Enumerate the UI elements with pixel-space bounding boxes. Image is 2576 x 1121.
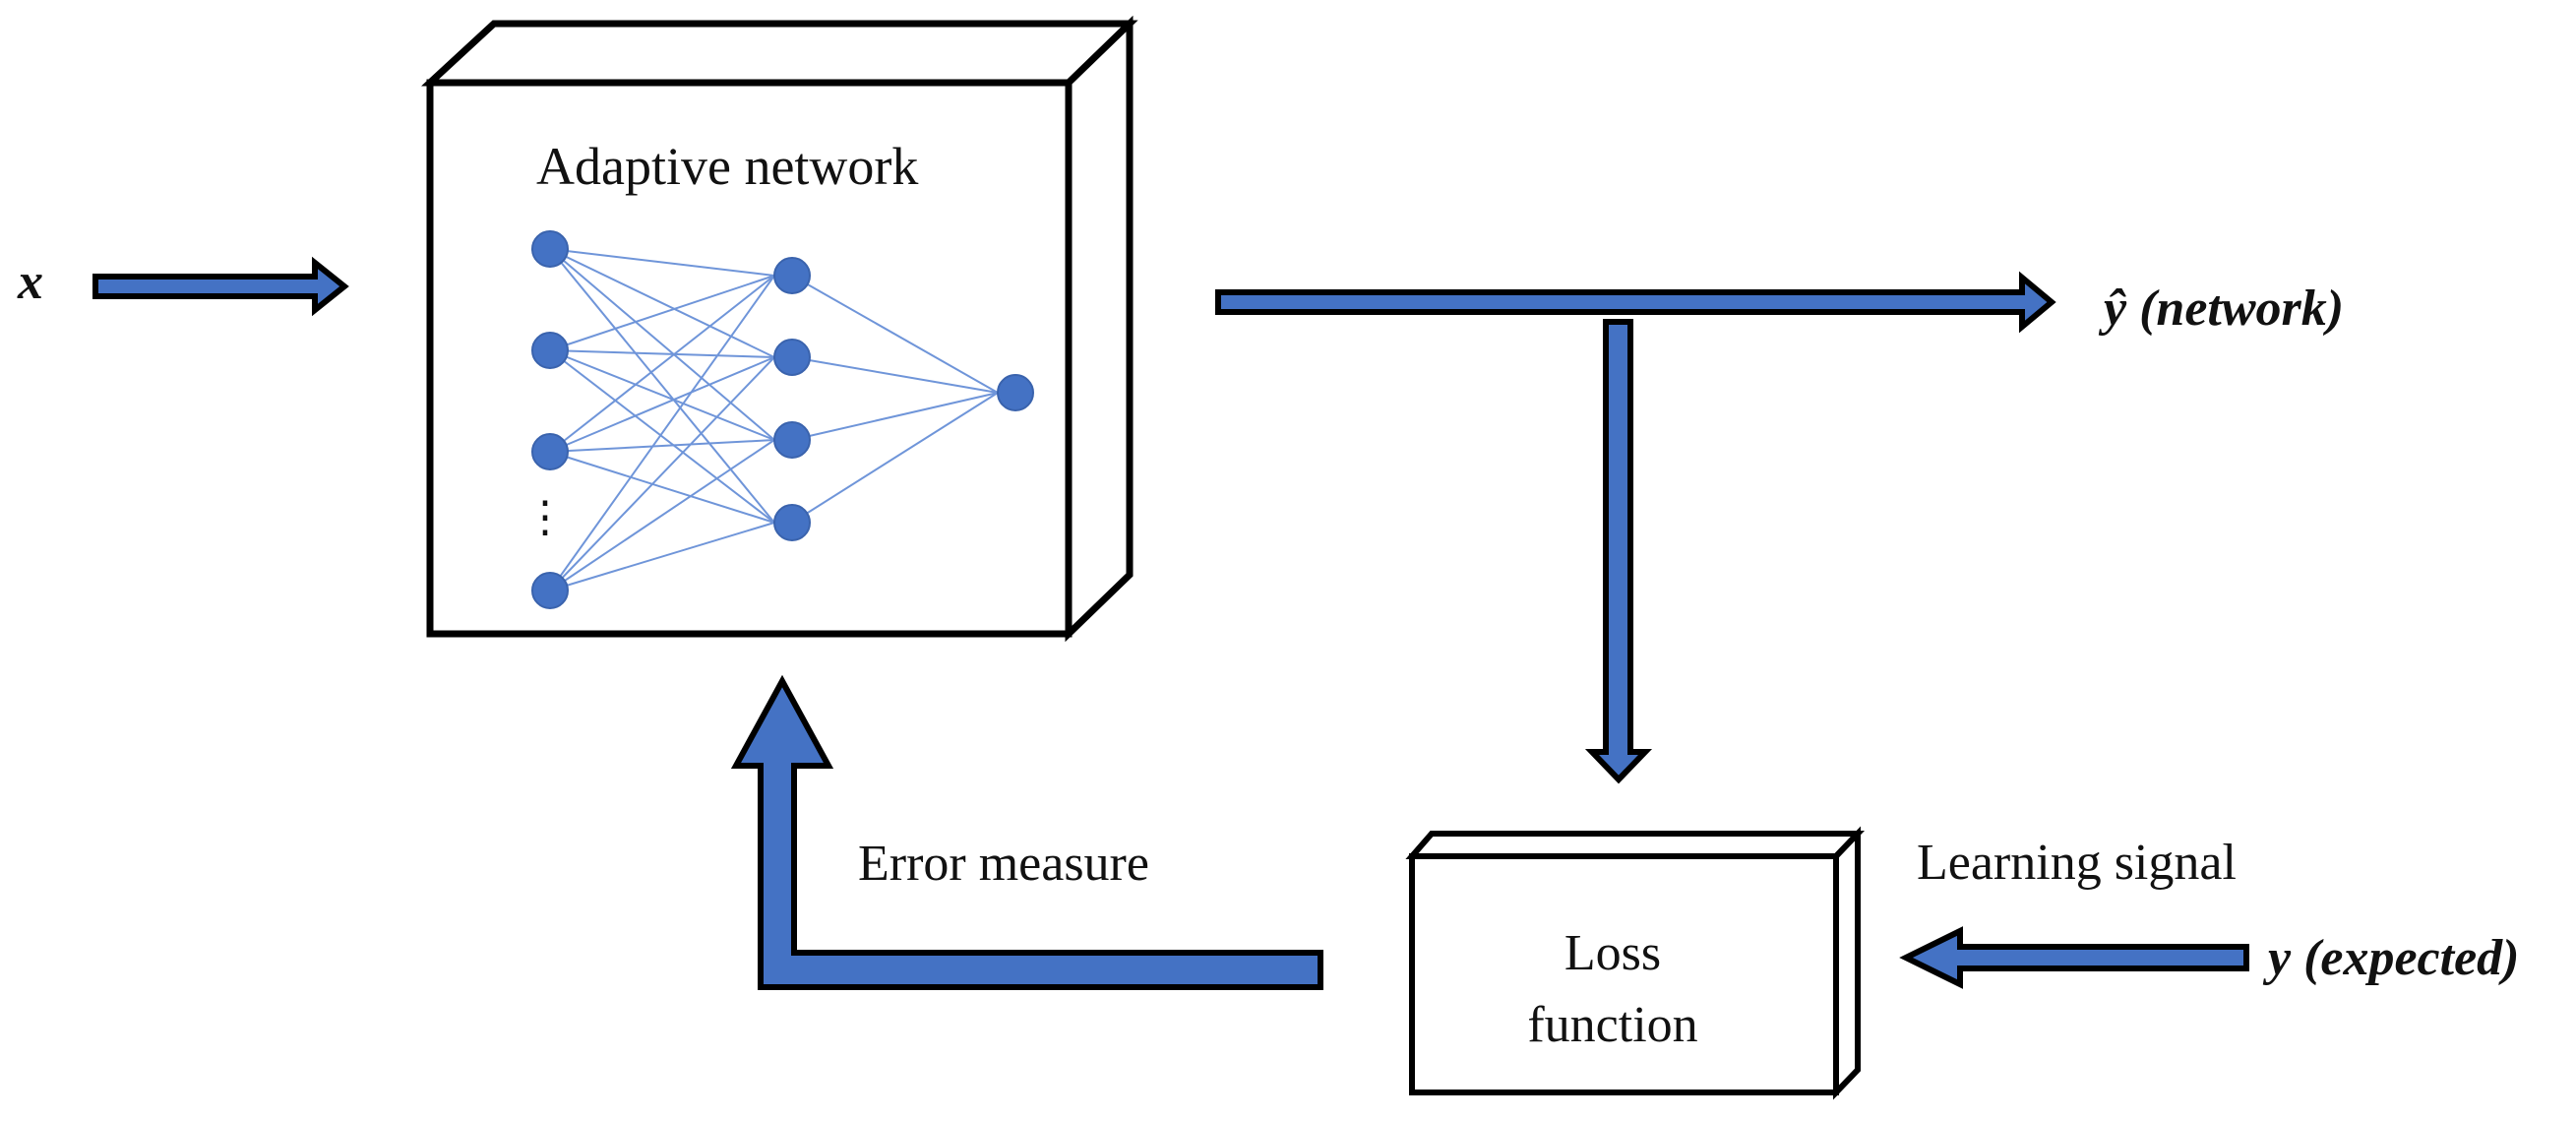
adaptive-network-title: Adaptive network — [536, 137, 918, 196]
nn-node-layer1-0 — [773, 257, 811, 294]
nn-edge-1-3-0 — [791, 392, 999, 524]
loss-function-box-front — [1409, 853, 1839, 1095]
output-y-hat: ŷ — [2098, 280, 2127, 337]
feedback-arrow — [736, 681, 1320, 953]
expected-label: y (expected) — [2262, 930, 2519, 986]
nn-edge-0-0-0 — [549, 248, 775, 277]
nn-node-layer0-2 — [531, 433, 569, 470]
nn-edge-0-0-1 — [549, 248, 775, 358]
nn-edge-0-1-0 — [549, 275, 775, 351]
input-x-label: x — [17, 254, 43, 310]
nn-node-layer2-0 — [997, 374, 1034, 411]
nn-edge-0-2-0 — [549, 275, 775, 453]
nn-node-layer1-1 — [773, 339, 811, 376]
loss-function-box-top — [1405, 831, 1866, 859]
nn-edge-0-3-2 — [549, 439, 775, 592]
error-measure-label: Error measure — [858, 836, 1149, 892]
output-network-text: (network) — [2126, 280, 2344, 337]
nn-edge-1-1-0 — [791, 356, 999, 394]
learning-signal-arrow — [1899, 926, 2249, 989]
nn-edge-0-1-1 — [549, 349, 775, 358]
error-feedback-arrow — [730, 674, 1323, 990]
adaptive-network-box: Adaptive network — [421, 15, 1138, 643]
nn-edge-1-2-0 — [791, 392, 999, 441]
nn-edge-0-0-3 — [549, 248, 775, 524]
nn-edge-0-2-3 — [549, 451, 775, 524]
nn-node-layer1-2 — [773, 421, 811, 459]
input-arrow — [92, 256, 349, 317]
output-arrow — [1215, 271, 2056, 334]
adaptive-network-box-side — [1065, 15, 1134, 643]
loss-function-box: Loss function — [1405, 826, 1866, 1100]
input-ellipsis: ⋮ — [523, 493, 567, 541]
nn-node-layer0-3 — [531, 572, 569, 609]
nn-edge-0-2-2 — [549, 439, 775, 453]
learning-signal-label: Learning signal — [1917, 835, 2237, 891]
neural-network-nodes — [531, 230, 1034, 609]
nn-edge-0-1-3 — [549, 349, 775, 524]
loss-function-box-side — [1833, 826, 1861, 1100]
nn-node-layer1-3 — [773, 504, 811, 541]
nn-node-layer0-1 — [531, 332, 569, 369]
nn-node-layer0-0 — [531, 230, 569, 268]
adaptive-network-box-top — [421, 20, 1138, 87]
nn-edge-1-0-0 — [791, 275, 999, 394]
nn-edge-0-0-2 — [549, 248, 775, 441]
nn-edge-0-3-1 — [549, 356, 775, 592]
nn-edge-0-1-2 — [549, 349, 775, 441]
loss-function-line1: Loss — [1564, 925, 1661, 981]
nn-edge-0-3-0 — [549, 275, 775, 592]
loss-function-line2: function — [1527, 997, 1697, 1053]
nn-edge-0-3-3 — [549, 522, 775, 592]
output-label: ŷ (network) — [2098, 280, 2344, 337]
nn-edge-0-2-1 — [549, 356, 775, 453]
neural-network-edges — [549, 248, 999, 592]
down-arrow — [1584, 319, 1653, 784]
